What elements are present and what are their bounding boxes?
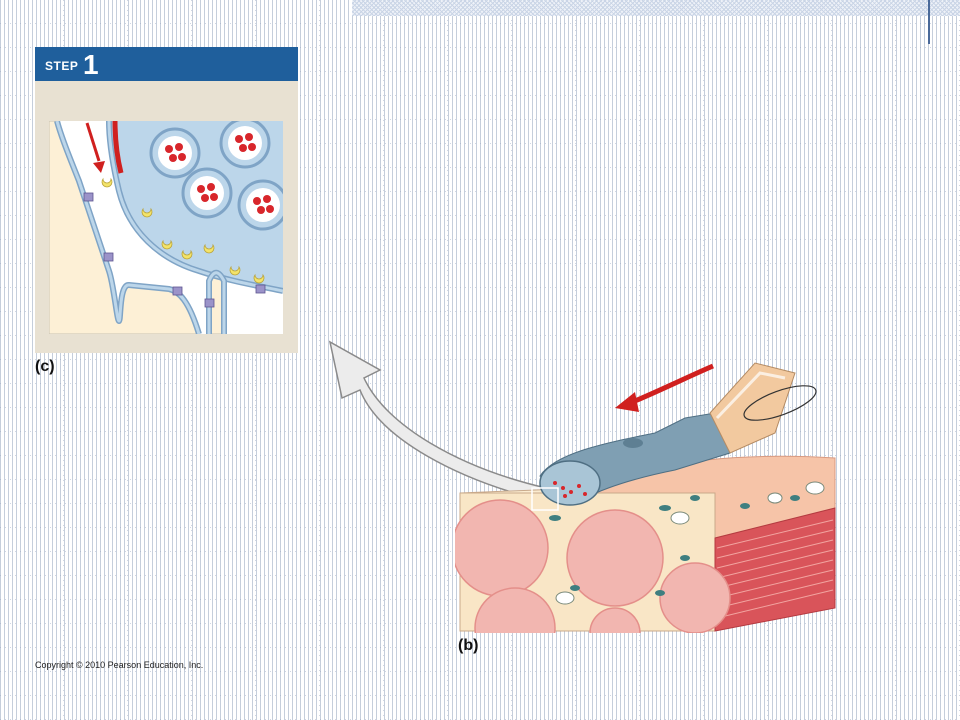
- panel-c-label: (c): [35, 358, 55, 375]
- striations: [716, 519, 834, 619]
- top-decorative-band: [352, 0, 960, 16]
- synapse-closeup-svg: [49, 121, 283, 334]
- terminal-vesicles: [553, 481, 587, 498]
- copyright-notice: Copyright © 2010 Pearson Education, Inc.: [35, 660, 204, 670]
- muscle-fibers: [455, 499, 731, 633]
- step-number: 1: [83, 49, 99, 80]
- synapse-closeup-illustration: [49, 121, 283, 334]
- muscle-tissue-illustration: [455, 362, 836, 633]
- synaptic-vesicles: [149, 121, 283, 231]
- step-header: STEP 1: [35, 47, 298, 81]
- top-accent-rule: [928, 0, 930, 44]
- step-word: STEP: [45, 59, 79, 73]
- acetylcholinesterase-markers: [101, 177, 265, 284]
- zoom-arrow: [328, 340, 548, 501]
- nuclei: [549, 495, 800, 596]
- step-1-panel: STEP 1: [35, 47, 298, 353]
- panel-b-label: (b): [458, 637, 479, 654]
- mitochondria: [555, 481, 825, 605]
- ach-receptors: [83, 192, 266, 308]
